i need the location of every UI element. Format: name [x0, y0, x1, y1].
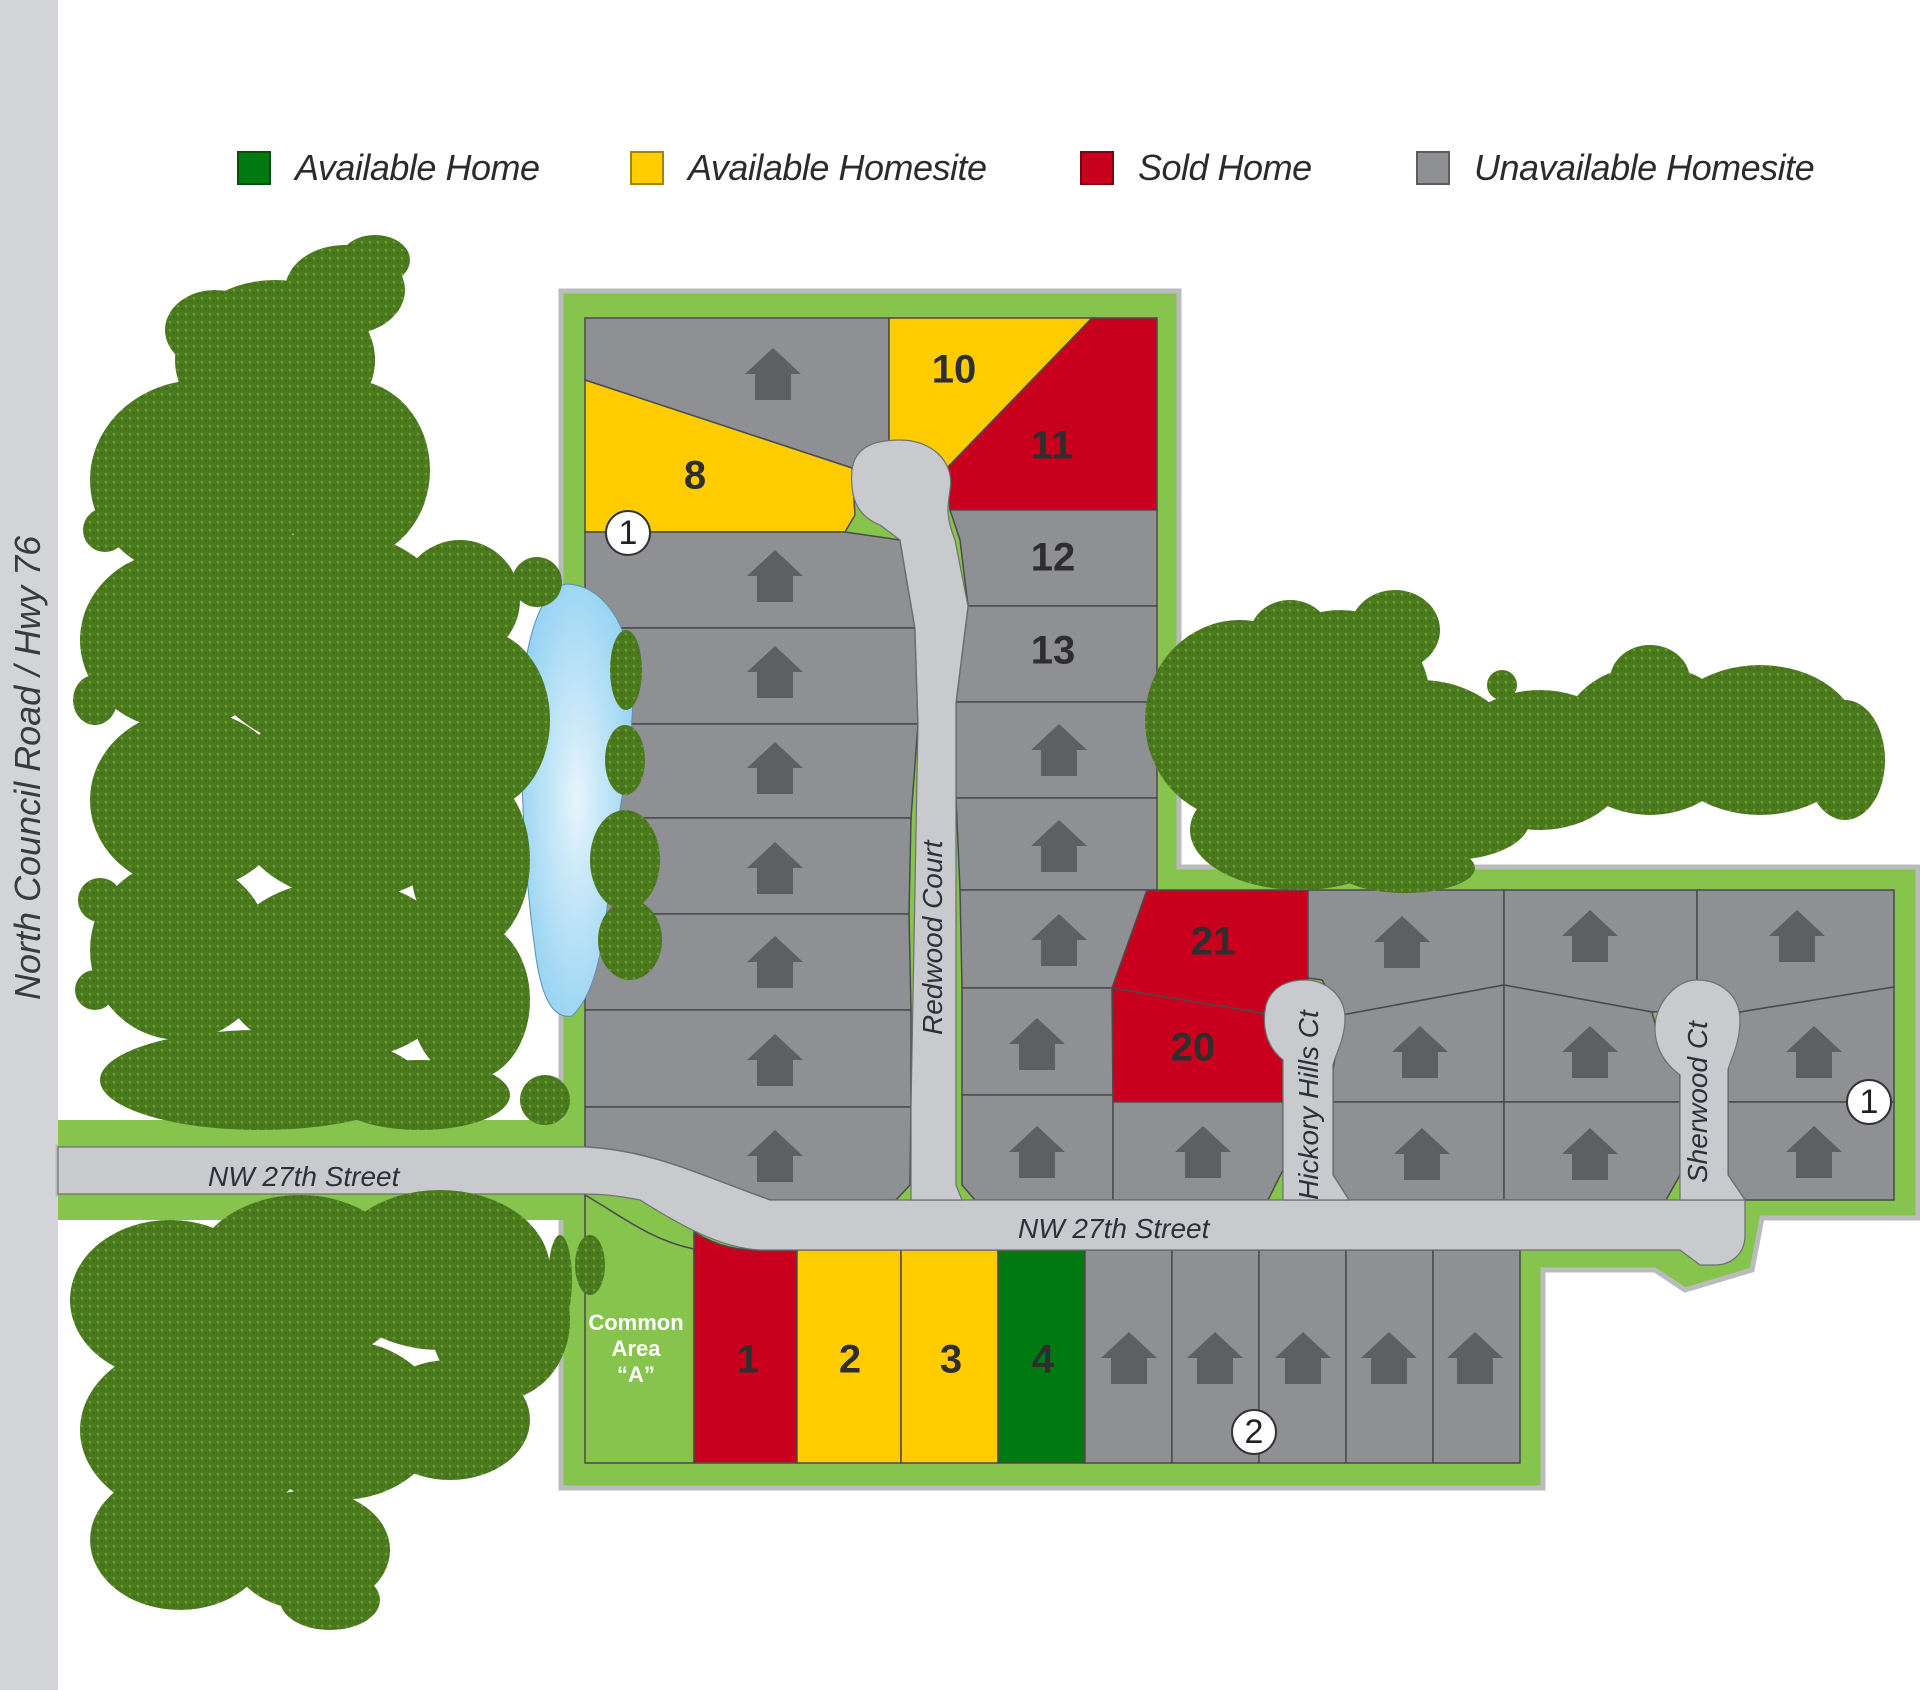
tree-cluster-lake-east — [590, 630, 662, 980]
highway-road — [0, 0, 58, 1690]
lot-21-number: 21 — [1191, 920, 1236, 964]
sherwood-ct-road[interactable] — [1654, 979, 1747, 1201]
legend-label: Unavailable Homesite — [1474, 146, 1815, 188]
lot-8[interactable] — [584, 378, 856, 533]
common-area-label: Area — [612, 1336, 662, 1361]
lot-2[interactable] — [796, 1249, 902, 1464]
legend-available-home: Available Home — [237, 140, 540, 195]
legend-available-homesite: Available Homesite — [630, 140, 987, 195]
phase-marker-1-east: 1 — [1846, 1079, 1892, 1125]
roads — [57, 439, 1747, 1266]
redwood-court-road[interactable] — [851, 439, 969, 1201]
sherwood-ct-label: Sherwood Ct — [1682, 1020, 1713, 1183]
tree-cluster-northwest — [73, 235, 570, 1130]
lot-10-number: 10 — [932, 348, 977, 392]
svg-text:2: 2 — [1245, 1413, 1264, 1451]
phase-marker-2-south: 2 — [1231, 1409, 1277, 1455]
legend-label: Sold Home — [1138, 146, 1312, 188]
unavailable-homesite-swatch — [1416, 150, 1450, 185]
lot-4-number: 4 — [1032, 1338, 1055, 1382]
common-area-label: “A” — [617, 1362, 655, 1387]
svg-text:1: 1 — [619, 514, 638, 552]
legend-unavailable-homesite: Unavailable Homesite — [1416, 140, 1815, 195]
tree-cluster-east — [1145, 590, 1885, 893]
common-area-label: Common — [588, 1310, 683, 1335]
hickory-hills-ct-label: Hickory Hills Ct — [1293, 1009, 1324, 1200]
lot-12-number: 12 — [1031, 536, 1076, 580]
nw-27th-street-road[interactable] — [57, 1146, 1746, 1266]
lot-13-number: 13 — [1031, 629, 1076, 673]
highway-label: North Council Road / Hwy 76 — [7, 535, 48, 1000]
tree-cluster-southwest — [70, 1190, 605, 1630]
legend: Available Home Available Homesite Sold H… — [0, 140, 1920, 195]
legend-sold-home: Sold Home — [1080, 140, 1312, 195]
phase-marker-1-north: 1 — [605, 510, 651, 556]
lot-2-number: 2 — [839, 1338, 861, 1382]
lot-8-number: 8 — [684, 454, 706, 498]
lot-3-number: 3 — [940, 1338, 962, 1382]
nw-27th-street-label: NW 27th Street — [1018, 1213, 1211, 1244]
lot-20-number: 20 — [1171, 1026, 1216, 1070]
redwood-court-label: Redwood Court — [917, 839, 948, 1035]
nw-27th-street-west-label: NW 27th Street — [208, 1161, 401, 1192]
available-home-swatch — [237, 150, 271, 185]
lot-unavailable[interactable] — [584, 1009, 912, 1108]
sold-home-swatch — [1080, 150, 1114, 185]
lot-1-number: 1 — [737, 1338, 759, 1382]
available-homesite-swatch — [630, 150, 664, 185]
legend-label: Available Homesite — [688, 146, 987, 188]
svg-text:1: 1 — [1860, 1083, 1879, 1121]
hickory-hills-ct-road[interactable] — [1263, 979, 1351, 1201]
legend-label: Available Home — [295, 146, 540, 188]
lot-11-number: 11 — [1031, 424, 1073, 468]
